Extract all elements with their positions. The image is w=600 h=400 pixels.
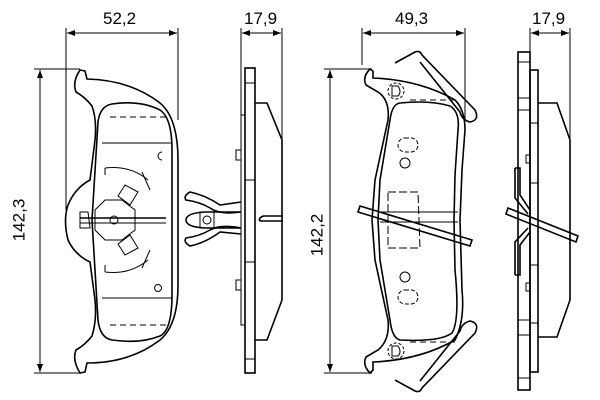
pad1-height-label: 142,3 [9, 198, 29, 242]
dimension-thickness-pad2 [529, 28, 571, 140]
pad1-width-label: 52,2 [103, 9, 137, 28]
pad1-side-view [184, 67, 283, 374]
pad2-height-label: 142,2 [307, 213, 327, 257]
pad2-thickness-label: 17,9 [532, 9, 566, 28]
dimension-height-pad2 [324, 68, 372, 374]
dimension-height-pad1 [34, 68, 80, 374]
pad1-front-view [64, 69, 179, 374]
dimension-width-pad2 [361, 28, 466, 120]
pad2-side-view [505, 51, 579, 391]
pad2-front-view [356, 50, 478, 393]
pad2-width-label: 49,3 [395, 9, 429, 28]
pad1-thickness-label: 17,9 [244, 9, 278, 28]
dimension-thickness-pad1 [240, 28, 283, 140]
dimension-width-pad1 [65, 28, 179, 210]
